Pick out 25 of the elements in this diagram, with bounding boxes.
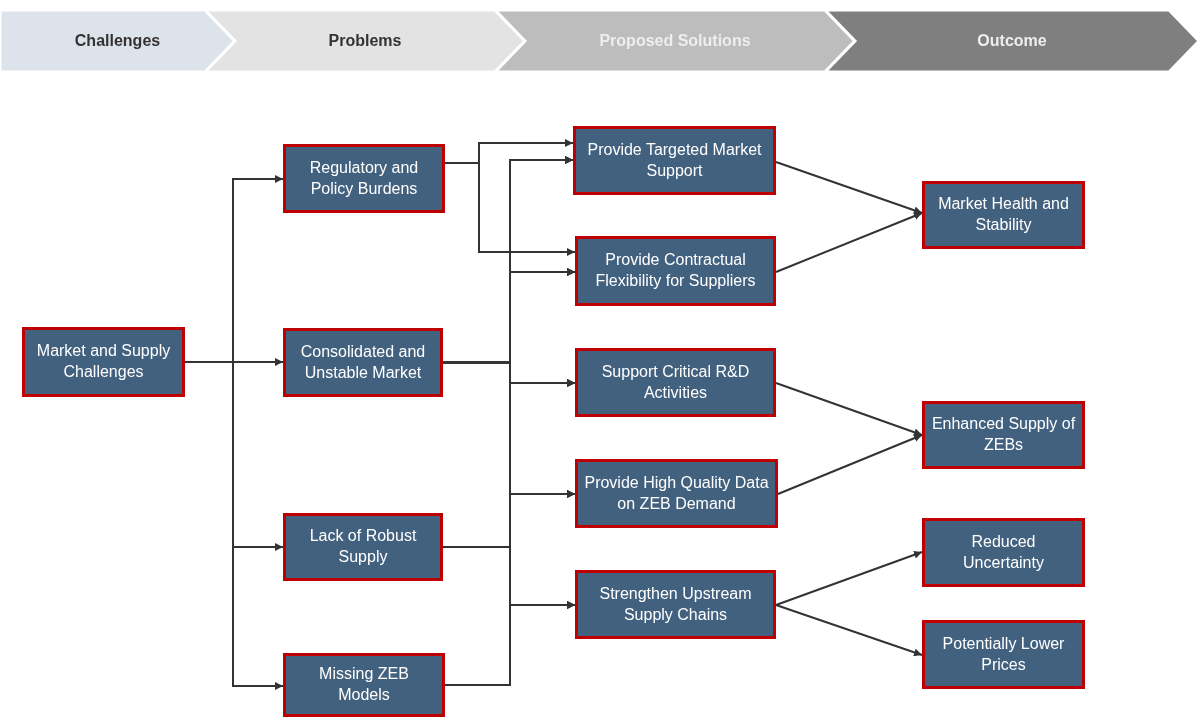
process-box: Provide Targeted Market Support (573, 126, 776, 195)
arrow (775, 550, 923, 606)
process-box: Missing ZEB Models (283, 653, 445, 717)
arrow (775, 212, 923, 273)
process-box: Market Health and Stability (922, 181, 1085, 249)
process-box: Potentially Lower Prices (922, 620, 1085, 689)
arrow (775, 382, 923, 437)
process-box: Regulatory and Policy Burdens (283, 144, 445, 213)
process-box: Market and Supply Challenges (22, 327, 185, 397)
chevron-band: Outcome (825, 10, 1199, 72)
process-box: Enhanced Supply of ZEBs (922, 401, 1085, 469)
process-box: Provide High Quality Data on ZEB Demand (575, 459, 778, 528)
arrow (775, 161, 923, 215)
process-box: Consolidated and Unstable Market (283, 328, 443, 397)
arrow (775, 604, 923, 657)
arrow (444, 601, 576, 686)
arrow (777, 434, 923, 495)
process-box: Strengthen Upstream Supply Chains (575, 570, 776, 639)
chevron-band: Challenges (0, 10, 235, 72)
process-box: Provide Contractual Flexibility for Suppliers (575, 236, 776, 306)
chevron-band: Problems (205, 10, 525, 72)
process-box: Support Critical R&D Activities (575, 348, 776, 417)
arrow (444, 162, 576, 256)
process-box: Lack of Robust Supply (283, 513, 443, 581)
process-box: Reduced Uncertainty (922, 518, 1085, 587)
